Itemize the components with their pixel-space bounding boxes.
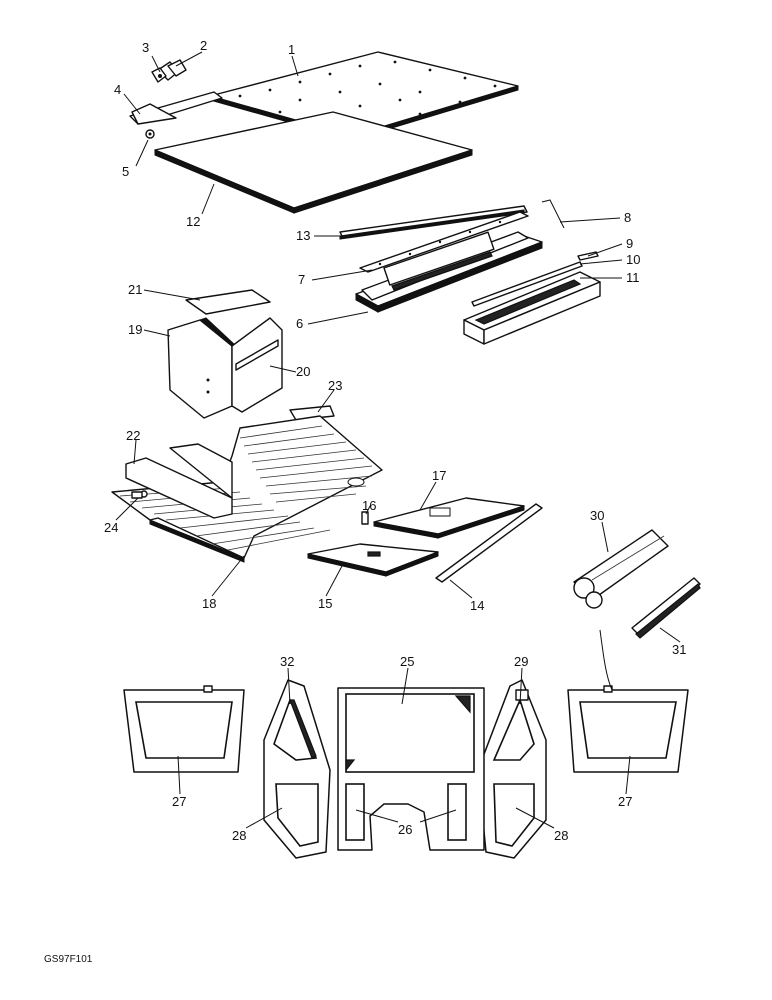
callout-2: 2 — [200, 38, 207, 53]
callout-19: 19 — [128, 322, 142, 337]
part-31-seal-strip — [631, 577, 701, 639]
part-15-plate — [307, 543, 439, 577]
callout-5: 5 — [122, 164, 129, 179]
callout-3: 3 — [142, 40, 149, 55]
callout-15: 15 — [318, 596, 332, 611]
callout-1: 1 — [288, 42, 295, 57]
part-10-rod — [471, 261, 583, 307]
leader-lines — [115, 51, 681, 829]
callout-29: 29 — [514, 654, 528, 669]
part-11-filter-box — [463, 271, 601, 345]
part-3-clip — [151, 67, 167, 83]
callout-16: 16 — [362, 498, 376, 513]
callout-6: 6 — [296, 316, 303, 331]
callout-30: 30 — [590, 508, 604, 523]
part-28-left-frame — [263, 679, 331, 859]
part-21-console-lid — [185, 289, 271, 315]
part-24-fastener — [131, 490, 148, 499]
part-6-duct-housing — [355, 231, 543, 313]
part-19-left-panel — [167, 317, 238, 419]
part-28-right-frame — [477, 679, 547, 859]
callout-11: 11 — [626, 270, 640, 285]
callout-12: 12 — [186, 214, 200, 229]
part-23-pad — [289, 405, 335, 421]
part-26-lower-glass — [345, 783, 467, 841]
part-4-rail — [129, 91, 223, 125]
callout-13: 13 — [296, 228, 310, 243]
callout-21: 21 — [128, 282, 142, 297]
callout-labels: 1 2 3 4 5 12 13 8 7 9 10 11 6 21 19 20 2… — [104, 38, 686, 843]
part-17-plate — [373, 497, 525, 539]
part-27-right-glass — [567, 685, 689, 773]
callout-27-right: 27 — [618, 794, 632, 809]
part-8-rod — [541, 199, 565, 229]
callout-20: 20 — [296, 364, 310, 379]
callout-28-left: 28 — [232, 828, 246, 843]
part-22-heel-strip — [125, 443, 233, 519]
callout-26: 26 — [398, 822, 412, 837]
callout-17: 17 — [432, 468, 446, 483]
callout-27-left: 27 — [172, 794, 186, 809]
callout-25: 25 — [400, 654, 414, 669]
part-14-strip — [435, 503, 543, 583]
callout-23: 23 — [328, 378, 342, 393]
part-13-strip — [339, 205, 528, 240]
callout-14: 14 — [470, 598, 484, 613]
part-12-headliner — [154, 111, 473, 214]
callout-8: 8 — [624, 210, 631, 225]
callout-31: 31 — [672, 642, 686, 657]
callout-7: 7 — [298, 272, 305, 287]
part-2-bracket — [157, 59, 187, 81]
callout-32: 32 — [280, 654, 294, 669]
callout-18: 18 — [202, 596, 216, 611]
part-30-seal-profile — [573, 529, 669, 609]
part-29-quarter-light — [515, 689, 529, 701]
part-32-quarter-light — [289, 699, 317, 759]
callout-4: 4 — [114, 82, 121, 97]
callout-28-right: 28 — [554, 828, 568, 843]
part-5-fastener — [145, 129, 155, 139]
part-27-left-glass — [123, 685, 245, 773]
callout-22: 22 — [126, 428, 140, 443]
callout-10: 10 — [626, 252, 640, 267]
part-20-right-panel — [231, 317, 283, 413]
callout-24: 24 — [104, 520, 118, 535]
figure-reference: GS97F101 — [44, 954, 93, 965]
part-16-clip — [361, 511, 369, 525]
part-1-roof-panel — [209, 51, 519, 141]
callout-9: 9 — [626, 236, 633, 251]
part-18-floor-mat — [111, 415, 383, 563]
